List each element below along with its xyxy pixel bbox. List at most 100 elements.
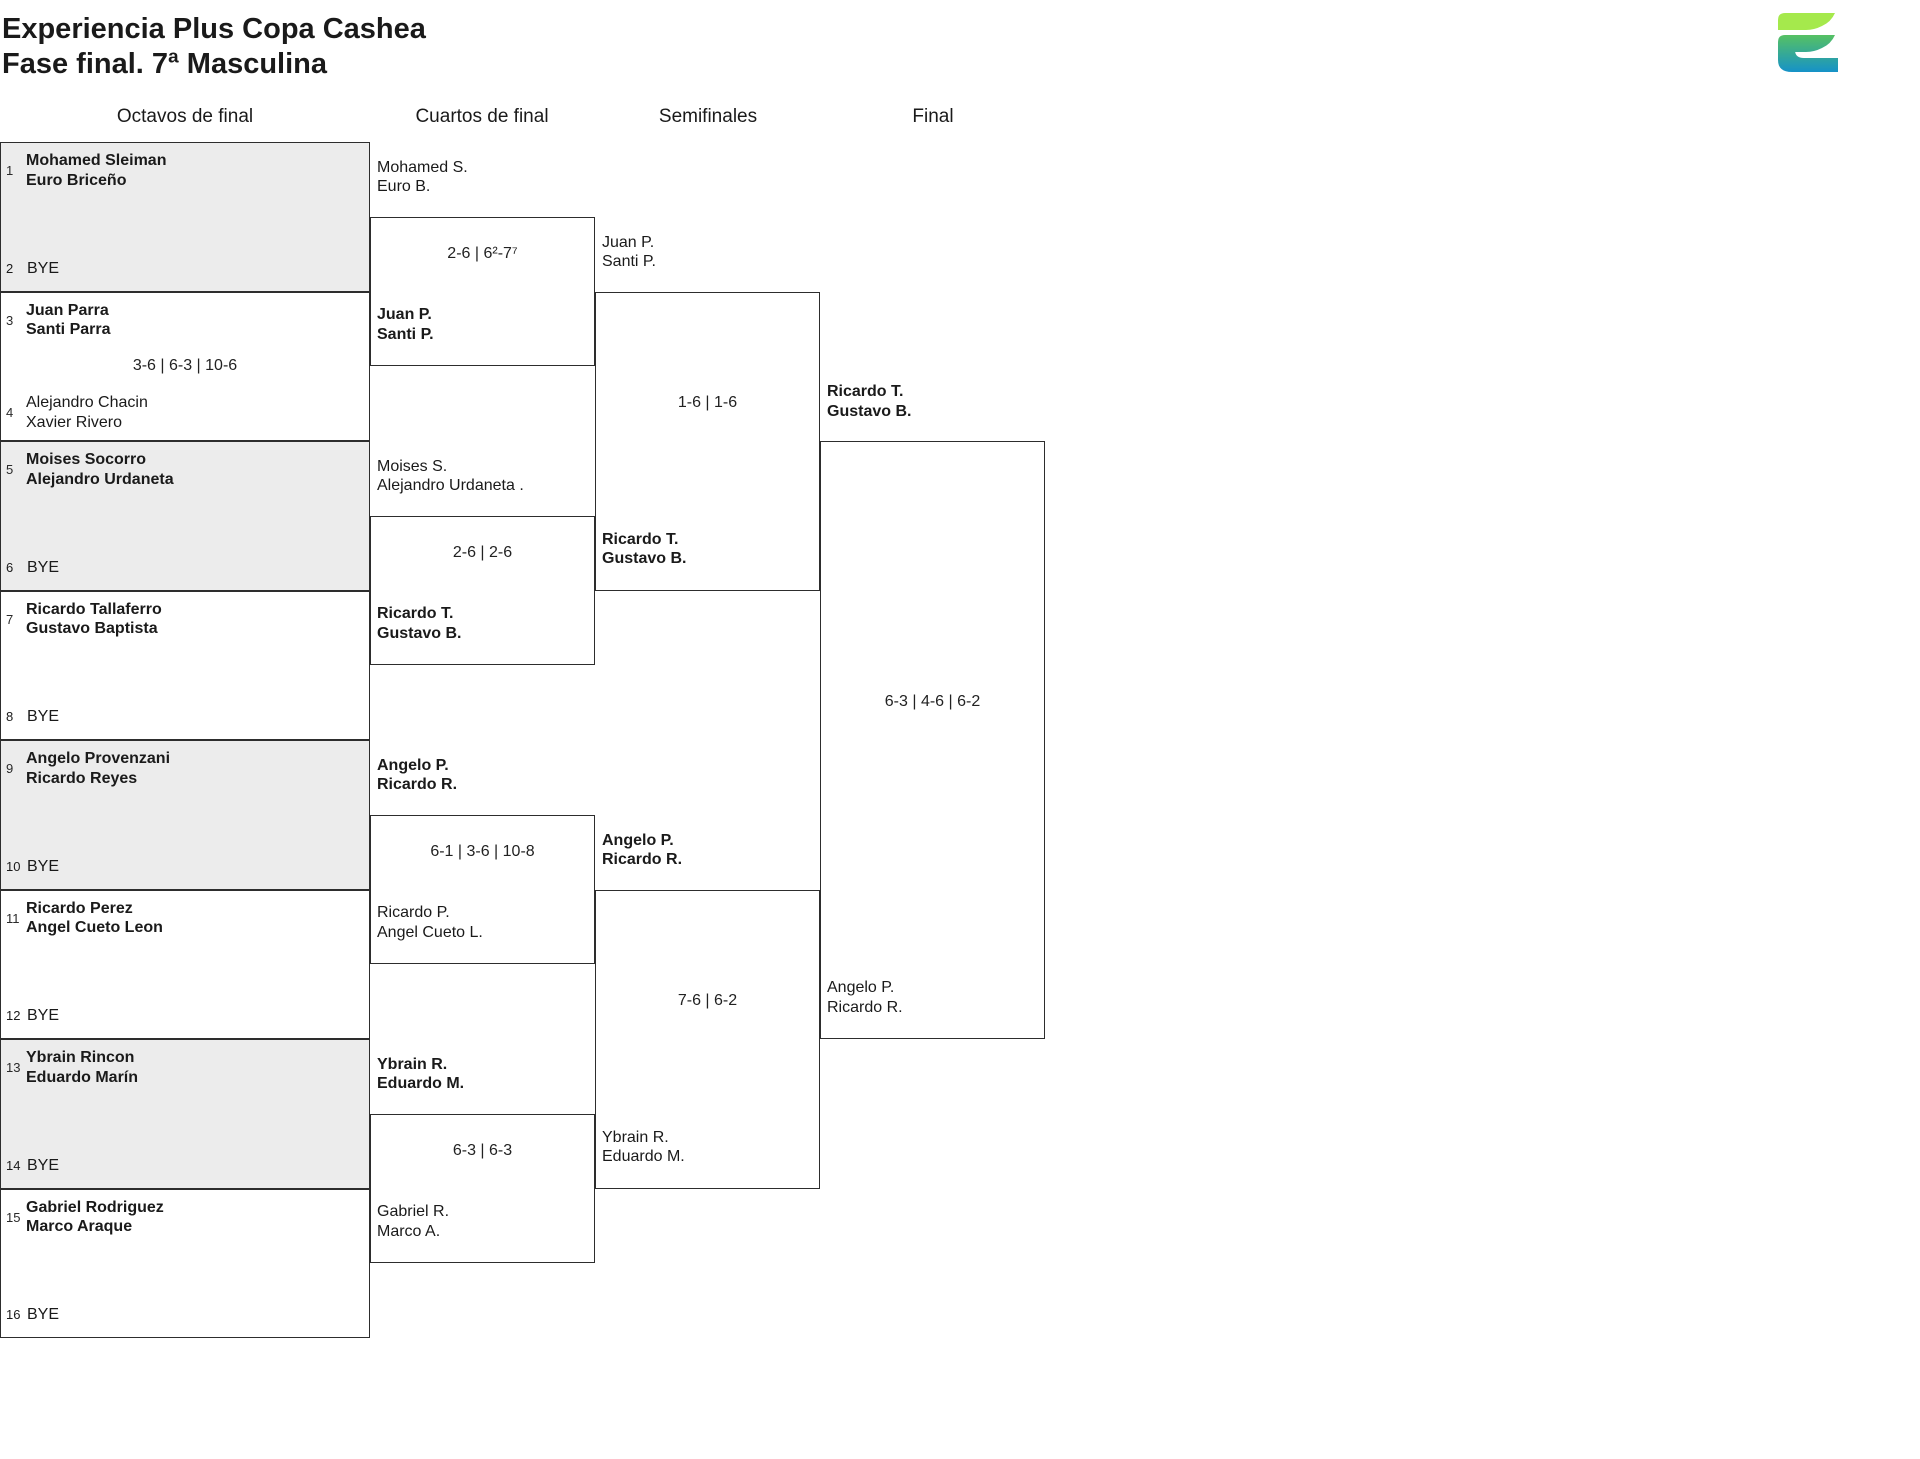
match-score: 6-3 | 6-3 [452,1141,513,1159]
match-score: 2-6 | 6²-7⁷ [447,244,518,262]
team-player-line: Angelo P. [377,756,449,774]
r16-match-box [0,740,370,890]
team-player-line: Angel Cueto L. [377,923,483,941]
team-player-line: Santi P. [377,325,434,343]
team-player-line: Gabriel R. [377,1203,450,1221]
bye-label: BYE [27,708,60,725]
seed-number: 16 [6,1307,21,1322]
team-player-line: Alejandro Chacin [26,394,148,411]
r16-match-box [0,441,370,591]
seed-number: 13 [6,1060,21,1075]
seed-number: 11 [6,910,20,926]
final-match-box [820,441,1045,1039]
team-player-line: Ricardo T. [602,530,679,548]
team-player-line: Moises S. [377,457,448,475]
round-header-semifinales: Semifinales [658,106,758,127]
team-player-line: Ybrain Rincon [26,1049,135,1066]
advancing-team-label: Ybrain R.Eduardo M. [377,1055,464,1094]
team-player-line: Eduardo M. [377,1075,465,1093]
team-player-line: Gustavo B. [827,402,912,420]
advancing-team-label: Gabriel R.Marco A. [377,1202,449,1241]
seed-number: 2 [6,260,14,276]
team-player-line: Mohamed Sleiman [26,152,167,169]
seed-number: 5 [6,462,14,477]
team-player-line: Eduardo M. [602,1148,685,1165]
team-player-line: Angelo P. [827,979,895,996]
team-player-line: Gabriel Rodriguez [26,1198,164,1216]
team-player-line: Ricardo R. [377,776,458,794]
seed-number: 6 [6,559,14,575]
team-player-line: Xavier Rivero [26,413,123,431]
team-player-line: Gustavo B. [377,624,462,642]
team-player-line: Santi P. [602,253,656,270]
tournament-subtitle: Fase final. 7ª Masculina [2,48,328,80]
match-score: 6-1 | 3-6 | 10-8 [430,842,535,860]
bye-entry: 6 BYE [6,558,59,578]
seed-number: 8 [6,709,14,724]
round-header-cuartos: Cuartos de final [415,106,549,127]
team-player-line: Angelo Provenzani [26,750,171,767]
team-player-line: Marco A. [377,1222,441,1240]
sf-match-box [595,291,820,591]
bye-label: BYE [27,558,60,576]
team-player-line: Moises Socorro [26,451,147,468]
team-player-line: Ricardo R. [602,851,683,868]
logo-bottom-stroke [1778,42,1838,72]
qf-match-box [370,216,595,367]
seed-number: 12 [6,1008,21,1023]
advancing-team-label: Juan P.Santi P. [377,305,434,344]
r16-match-box [0,1188,370,1338]
sf-match-box [595,889,820,1189]
seed-number: 10 [6,858,21,874]
advancing-team-label: Ricardo T.Gustavo B. [602,530,686,569]
r16-match-box [0,1039,370,1189]
team-player-line: Ricardo Reyes [26,769,138,787]
seed-number: 4 [6,405,14,420]
bye-label: BYE [27,259,60,277]
seed-number: 15 [6,1209,21,1225]
advancing-team-label: Angelo P. Ricardo R. [377,756,457,795]
team-player-line: Juan Parra [26,301,109,319]
seed-number: 9 [6,761,14,776]
bye-entry: 2 BYE [6,259,59,279]
advancing-team-label: Ricardo P.Angel Cueto L. [377,903,483,942]
r16-match-box [0,889,370,1039]
advancing-team-label: Mohamed S.Euro B. [377,158,468,197]
team-player-line: Ricardo P. [377,904,450,922]
advancing-team-label: Ricardo T.Gustavo B. [827,382,911,421]
team-player-line: Ybrain R. [602,1128,669,1146]
team-player-line: Mohamed S. [377,158,468,176]
team-player-line: Juan P. [602,233,655,251]
r16-match-box [0,142,370,292]
r16-match-box [0,590,370,740]
team-player-line: Alejandro Urdaneta [26,470,174,488]
seed-number: 7 [6,611,14,627]
team-player-line: Marco Araque [26,1218,133,1235]
advancing-team-label: Ricardo T.Gustavo B. [377,604,461,643]
qf-match-box [370,1113,595,1264]
advancing-team-label: Moises S.Alejandro Urdaneta . [377,457,524,496]
round-header-octavos: Octavos de final [116,106,254,127]
seed-number: 3 [6,312,14,328]
qf-match-box [370,515,595,666]
cashea-logo-icon [1778,13,1838,72]
team-player-line: Euro Briceño [26,171,127,189]
r16-match-box [0,291,370,441]
match-score: 6-3 | 4-6 | 6-2 [884,693,981,710]
team-player-line: Ricardo Tallaferro [26,600,162,618]
advancing-team-label: Angelo P.Ricardo R. [602,831,682,870]
team-player-line: Angel Cueto Leon [26,919,163,936]
match-score: 1-6 | 1-6 [677,394,738,411]
